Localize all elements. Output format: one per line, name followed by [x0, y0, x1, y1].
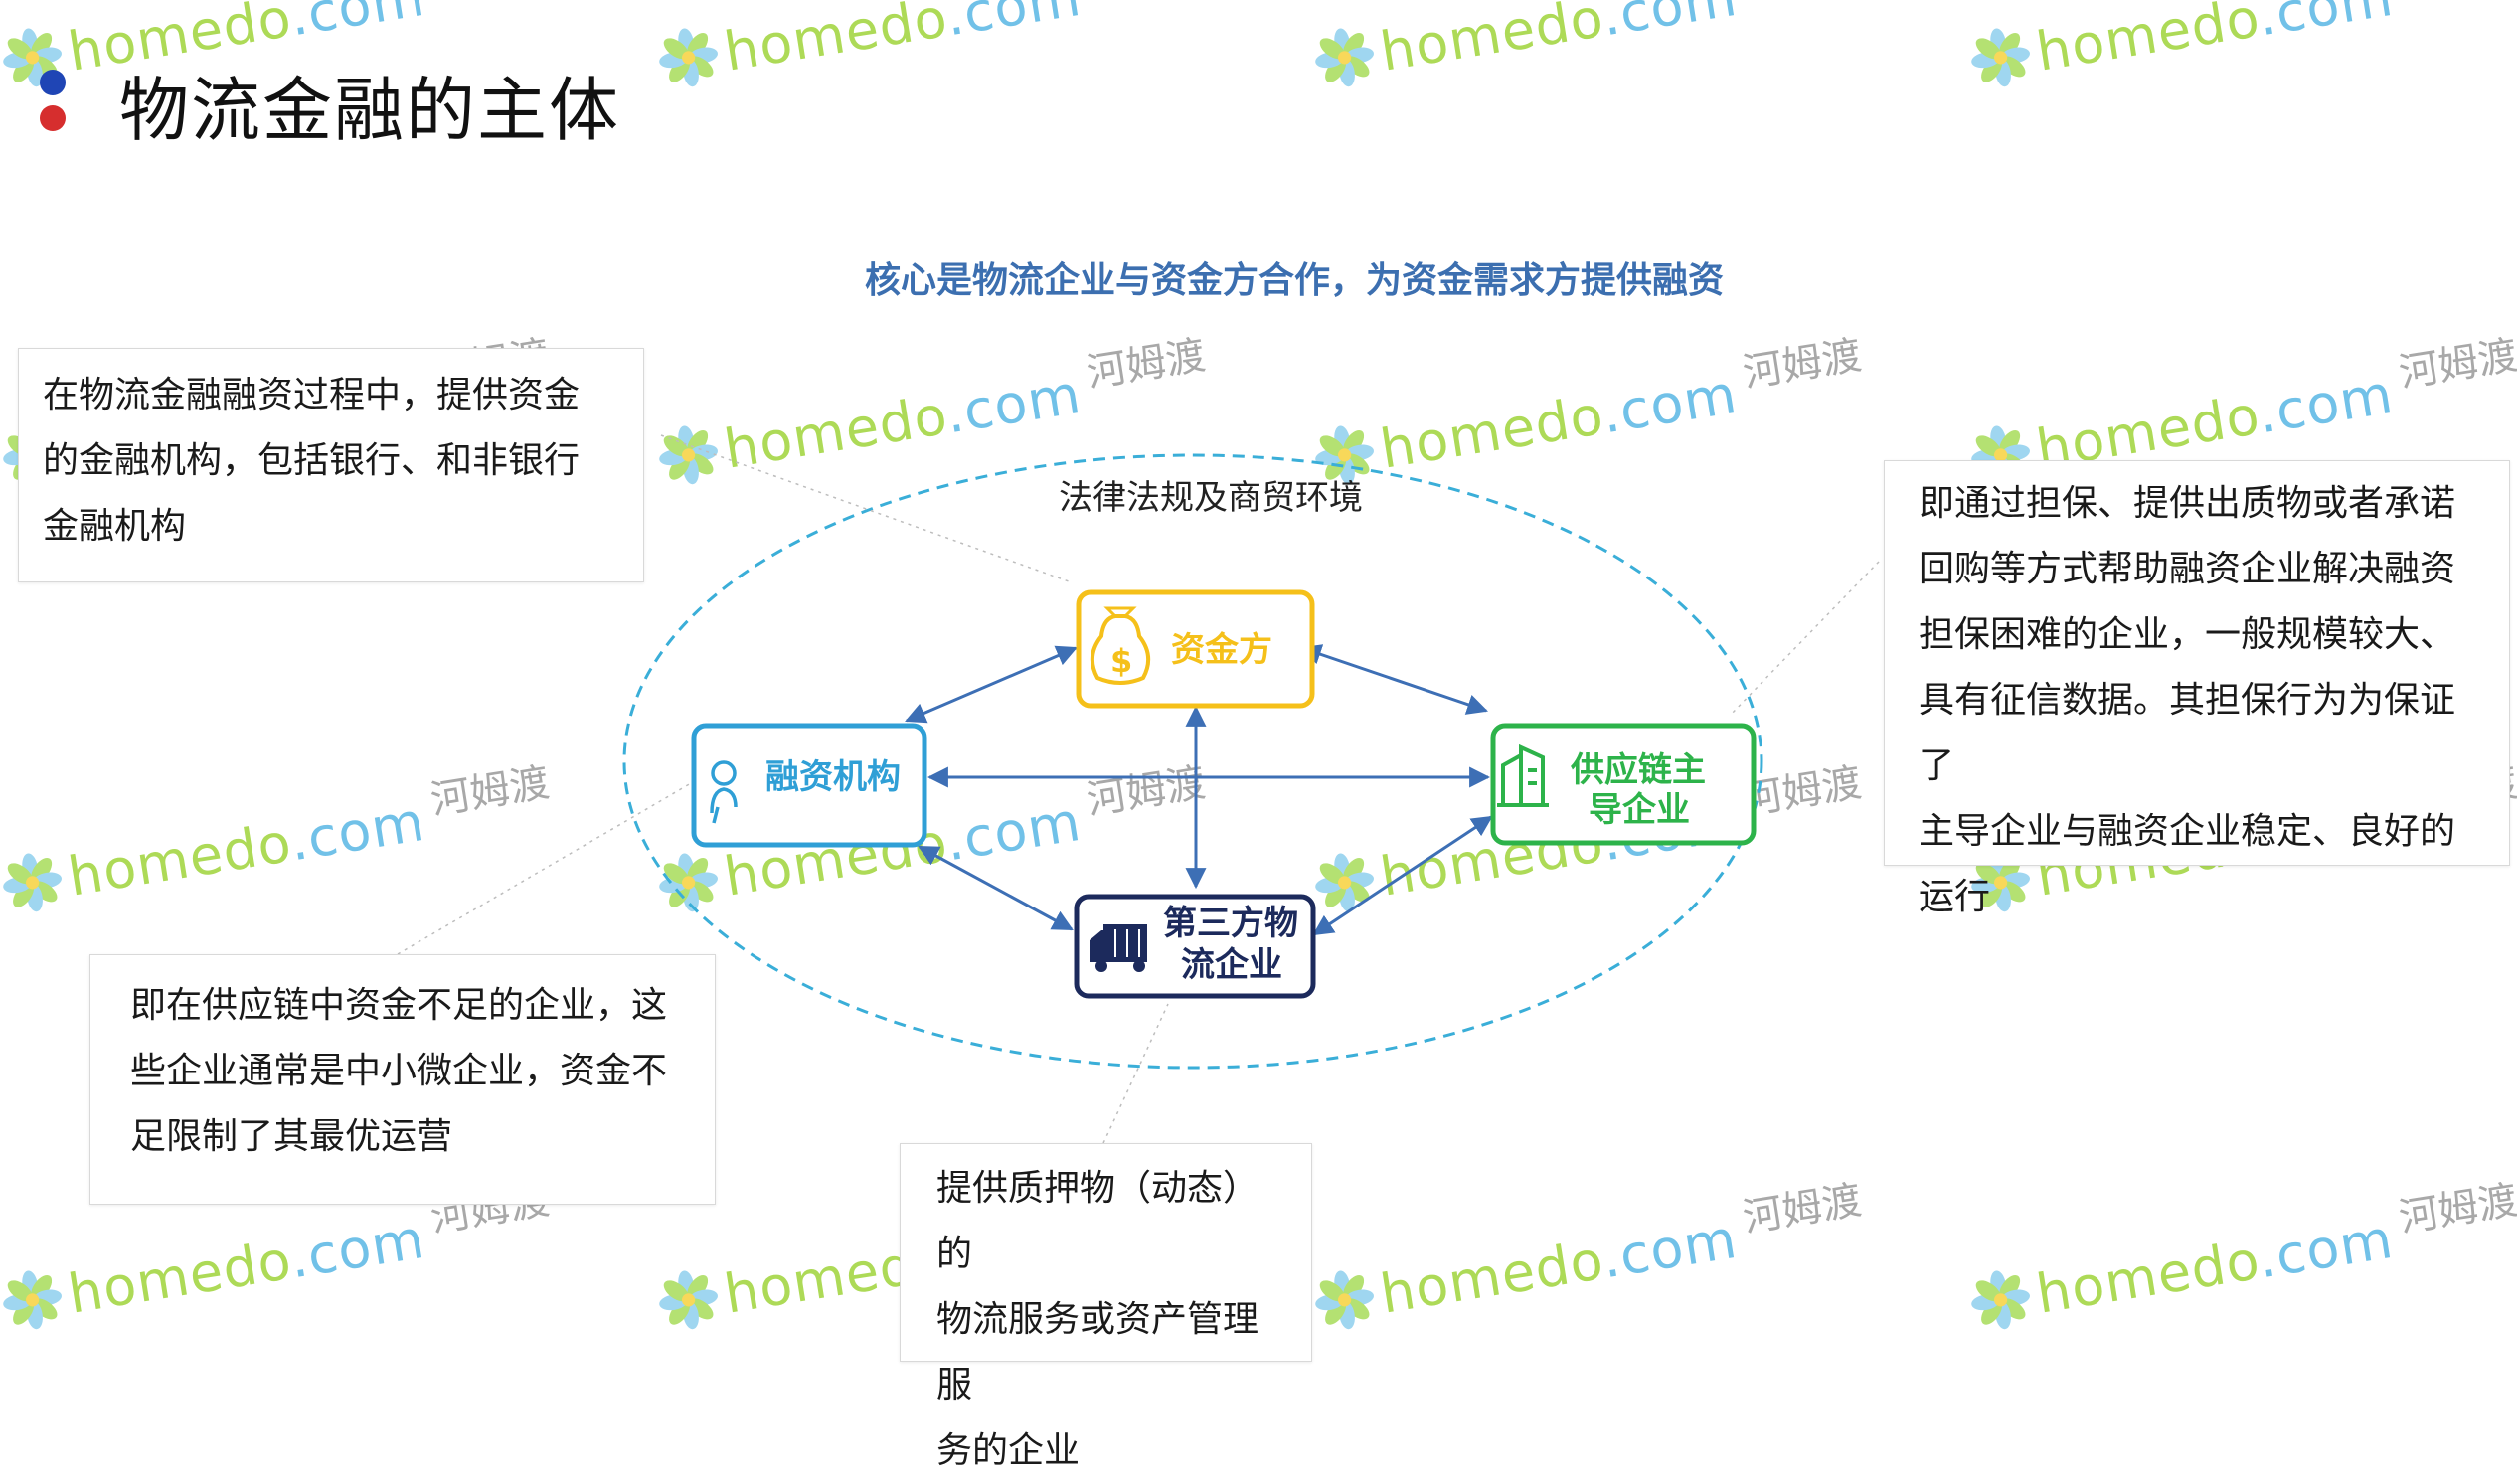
- person-icon: [710, 760, 738, 824]
- environment-label: 法律法规及商贸环境: [1059, 478, 1363, 518]
- title-block: 物流金融的主体: [30, 55, 620, 155]
- note-line: 的金融机构，包括银行、和非银行: [43, 440, 581, 481]
- note-line: 提供质押物（动态）的: [936, 1168, 1259, 1274]
- arrow-lender-borrower: [905, 645, 1078, 724]
- note-line: 金融机构: [43, 506, 187, 547]
- note-guarantor: 即通过担保、提供出质物或者承诺 回购等方式帮助融资企业解决融资 担保困难的企业，…: [1884, 460, 2510, 917]
- truck-icon: [1090, 924, 1147, 972]
- environment-ellipse: [622, 453, 1763, 1070]
- note-line: 具有征信数据。其担保行为为保证了: [1919, 680, 2456, 786]
- diagram-subtitle: 核心是物流企业与资金方合作，为资金需求方提供融资: [865, 260, 1725, 301]
- note-logistics: 提供质押物（动态）的 物流服务或资产管理服 务的企业: [900, 1143, 1312, 1471]
- arrow-guarantor-logistics: [1312, 815, 1493, 936]
- note-line: 在物流金融融资过程中，提供资金: [43, 375, 581, 415]
- note-lender: 在物流金融融资过程中，提供资金 的金融机构，包括银行、和非银行 金融机构: [18, 348, 644, 582]
- node-lender: $ 资金方: [1076, 589, 1315, 709]
- money-bag-icon: $: [1090, 606, 1151, 685]
- diagram-canvas: 法律法规及商贸环境 $ 资金方 融资机构: [397, 434, 1880, 1144]
- note-line: 回购等方式帮助融资企业解决融资: [1919, 549, 2456, 589]
- page-title: 物流金融的主体: [119, 70, 620, 151]
- note-line: 足限制了其最优运营: [130, 1116, 453, 1157]
- node-borrower-label: 融资机构: [765, 757, 901, 797]
- note-line: 些企业通常是中小微企业，资金不: [130, 1051, 668, 1091]
- node-lender-label: 资金方: [1171, 630, 1272, 670]
- node-guarantor-label-line1: 供应链主: [1570, 750, 1706, 790]
- svg-text:$: $: [1110, 642, 1132, 680]
- node-logistics-label-line1: 第三方物: [1163, 904, 1298, 943]
- relation-arrows: [905, 644, 1493, 936]
- node-logistics: 第三方物 流企业: [1074, 894, 1316, 999]
- node-guarantor: 供应链主 导企业: [1490, 723, 1757, 846]
- node-logistics-label-line2: 流企业: [1181, 945, 1282, 985]
- note-line: 物流服务或资产管理服: [936, 1299, 1259, 1405]
- leader-lines: [397, 434, 1880, 1144]
- node-borrower: 融资机构: [691, 723, 927, 848]
- node-guarantor-label-line2: 导企业: [1589, 790, 1690, 830]
- note-line: 即通过担保、提供出质物或者承诺: [1919, 483, 2456, 524]
- note-line: 主导企业与融资企业稳定、良好的: [1919, 811, 2456, 852]
- note-line: 即在供应链中资金不足的企业，这: [130, 985, 668, 1026]
- note-line: 担保困难的企业，一般规模较大、: [1919, 614, 2456, 655]
- note-line: 运行: [1919, 877, 1991, 917]
- building-icon: [1497, 743, 1549, 807]
- arrow-borrower-logistics: [918, 845, 1074, 931]
- note-line: 务的企业: [936, 1430, 1081, 1471]
- note-borrower: 即在供应链中资金不足的企业，这 些企业通常是中小微企业，资金不 足限制了其最优运…: [89, 954, 716, 1205]
- arrow-lender-guarantor: [1300, 644, 1488, 715]
